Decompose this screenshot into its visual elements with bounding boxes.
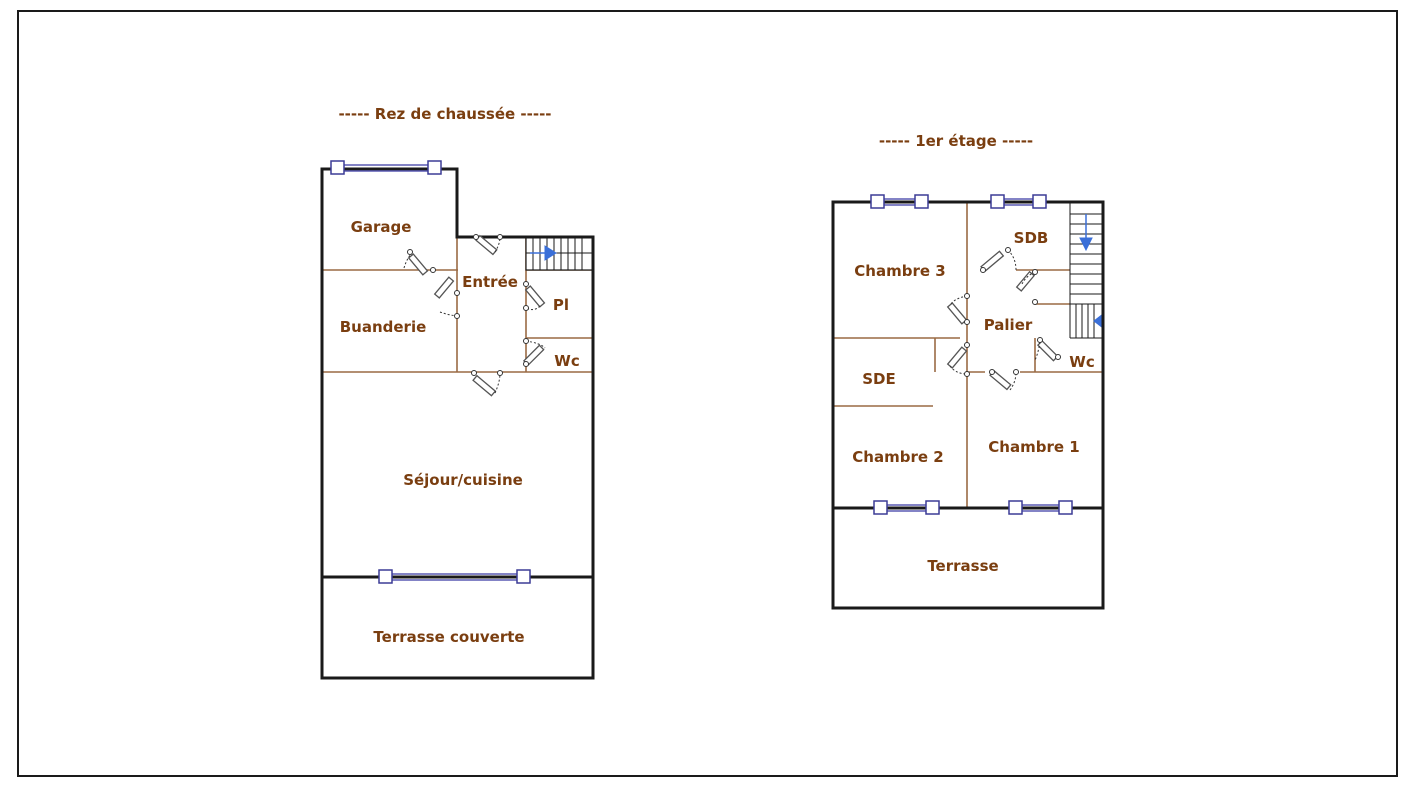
door-icon	[473, 234, 503, 256]
ground-floor-plan: ----- Rez de chaussée -----	[320, 105, 595, 680]
first-window-sdb	[990, 194, 1047, 209]
room-label-sejour: Séjour/cuisine	[403, 471, 523, 489]
ground-window-garage	[330, 160, 442, 175]
first-doors	[946, 247, 1061, 391]
room-label-wc: Wc	[554, 352, 579, 370]
stair-arrow-down-icon	[1079, 237, 1093, 252]
door-icon	[1034, 337, 1061, 362]
door-icon	[1015, 269, 1038, 305]
door-icon	[946, 293, 970, 325]
room-label-entree: Entrée	[462, 273, 518, 291]
plan-frame	[17, 10, 1398, 777]
room-label-terrasse: Terrasse	[927, 557, 998, 575]
room-label-terrasse-couverte: Terrasse couverte	[373, 628, 524, 646]
first-floor-plan: ----- 1er étage -----	[831, 132, 1105, 610]
first-floor-title: ----- 1er étage -----	[879, 132, 1033, 150]
door-icon	[980, 247, 1017, 273]
ground-staircase	[525, 236, 594, 271]
first-partitions	[833, 202, 1103, 508]
door-icon	[433, 276, 460, 319]
room-label-chambre3: Chambre 3	[854, 262, 945, 280]
first-staircase	[1069, 202, 1104, 339]
room-label-buanderie: Buanderie	[340, 318, 427, 336]
room-label-palier: Palier	[984, 316, 1033, 334]
room-label-placard: Pl	[553, 296, 569, 314]
ground-outer-walls	[320, 167, 595, 680]
first-window-chambre1	[1008, 500, 1073, 515]
room-label-garage: Garage	[351, 218, 412, 236]
door-icon	[522, 338, 546, 367]
ground-doors	[403, 234, 546, 397]
door-icon	[523, 281, 546, 311]
room-label-sdb: SDB	[1014, 229, 1049, 247]
room-label-wc-etage: Wc	[1069, 353, 1094, 371]
ground-floor-title: ----- Rez de chaussée -----	[338, 105, 551, 123]
door-icon	[989, 369, 1019, 391]
room-label-chambre2: Chambre 2	[852, 448, 943, 466]
stair-arrow-icon	[544, 245, 557, 261]
door-icon	[471, 370, 503, 397]
first-window-chambre3	[870, 194, 929, 209]
room-label-chambre1: Chambre 1	[988, 438, 1079, 456]
door-icon	[946, 342, 970, 377]
first-window-chambre2	[873, 500, 940, 515]
room-label-sde: SDE	[862, 370, 896, 388]
ground-window-terrasse	[378, 569, 531, 584]
door-icon	[403, 249, 436, 276]
